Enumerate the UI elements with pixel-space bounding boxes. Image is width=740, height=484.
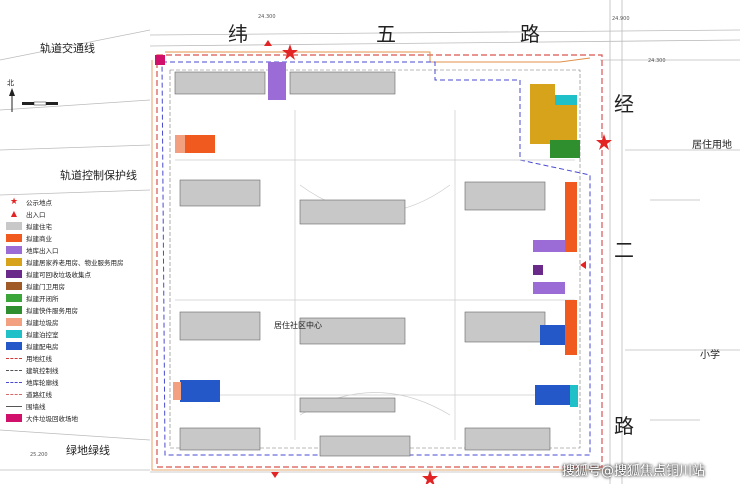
triangle-icon: ▲ [10, 209, 18, 218]
legend-item: 道路红线 [6, 388, 52, 400]
legend-item: 围墙线 [6, 400, 46, 412]
watermark: 搜狐号@搜狐焦点铜川站 [562, 464, 706, 479]
legend-item: 拟建泊控室 [6, 328, 59, 340]
basement-outline [161, 61, 591, 456]
rail-line-label: 轨道交通线 [40, 42, 95, 55]
road-name-top-3: 路 [520, 22, 542, 46]
legend-item: 拟建居家养老用房、物业服务用房 [6, 256, 124, 268]
elevation-top-left: 24.300 [258, 14, 276, 20]
commercial-right-1 [565, 182, 577, 252]
building-1 [174, 71, 266, 95]
road-name-top-2: 五 [376, 22, 398, 46]
building-8 [464, 311, 546, 343]
building-11 [464, 427, 551, 451]
legend-item: 建筑控制线 [6, 364, 59, 376]
legend-item: ▲ 出入口 [6, 208, 46, 220]
legend-item: 拟建商业 [6, 232, 52, 244]
green-line-label: 绿地绿线 [66, 444, 110, 457]
star-icon: ★ [9, 197, 19, 207]
community-label: 居住社区中心 [274, 321, 322, 330]
road-name-right-3: 路 [614, 414, 636, 438]
legend-item: 拟建门卫用房 [6, 280, 65, 292]
basement-entrance-top [268, 62, 286, 100]
elevation-right-mid: 24.300 [648, 58, 666, 64]
bulky-waste-site [155, 55, 165, 65]
notice-star-top [282, 44, 298, 60]
building-5 [464, 181, 546, 211]
legend-item: 拟建开闭所 [6, 292, 59, 304]
elevation-top-right: 24.900 [612, 16, 630, 22]
legend-item: 拟建快件服务用房 [6, 304, 78, 316]
building-9 [179, 427, 261, 451]
legend-item: 拟建配电房 [6, 340, 59, 352]
road-name-top-1: 纬 [228, 22, 250, 46]
legend-item: 拟建住宅 [6, 220, 52, 232]
north-arrow [9, 88, 15, 112]
scale-bar [22, 101, 58, 106]
building-2 [289, 71, 396, 95]
legend-item: 地库轮廓线 [6, 376, 59, 388]
power-room [180, 380, 220, 402]
legend-item: 用地红线 [6, 352, 52, 364]
road-name-right-2: 二 [614, 238, 636, 262]
residential-label: 居住用地 [692, 140, 732, 151]
building-10 [319, 435, 411, 457]
building-6 [179, 311, 261, 341]
legend-item: ★ 公示地点 [6, 196, 52, 208]
building-3 [179, 179, 261, 207]
site-boundary [156, 54, 603, 468]
legend-item: 大件垃圾回收场地 [6, 412, 78, 424]
north-label: 北 [7, 79, 14, 87]
building-4 [299, 199, 406, 225]
legend: ★ 公示地点 ▲ 出入口 拟建住宅 拟建商业 地库出入口 拟建居家养老用房、物业… [0, 196, 160, 423]
building-12 [299, 397, 396, 413]
legend-item: 地库出入口 [6, 244, 59, 256]
entrance-top [264, 40, 272, 46]
elderly-service-building [530, 84, 555, 144]
notice-star-right [596, 134, 612, 150]
legend-item: 拟建垃圾房 [6, 316, 59, 328]
entrance-right [580, 261, 586, 269]
school-label: 小学 [700, 350, 720, 361]
entrance-bottom [271, 472, 279, 478]
road-name-right-1: 经 [614, 92, 636, 116]
notice-star-bottom [422, 470, 438, 484]
elevation-bottom-left: 25.200 [30, 452, 48, 458]
legend-item: 拟建可回收垃圾收集点 [6, 268, 91, 280]
rail-protect-label: 轨道控制保护线 [60, 169, 137, 182]
building-7 [299, 317, 406, 345]
commercial-right-2 [565, 300, 577, 355]
